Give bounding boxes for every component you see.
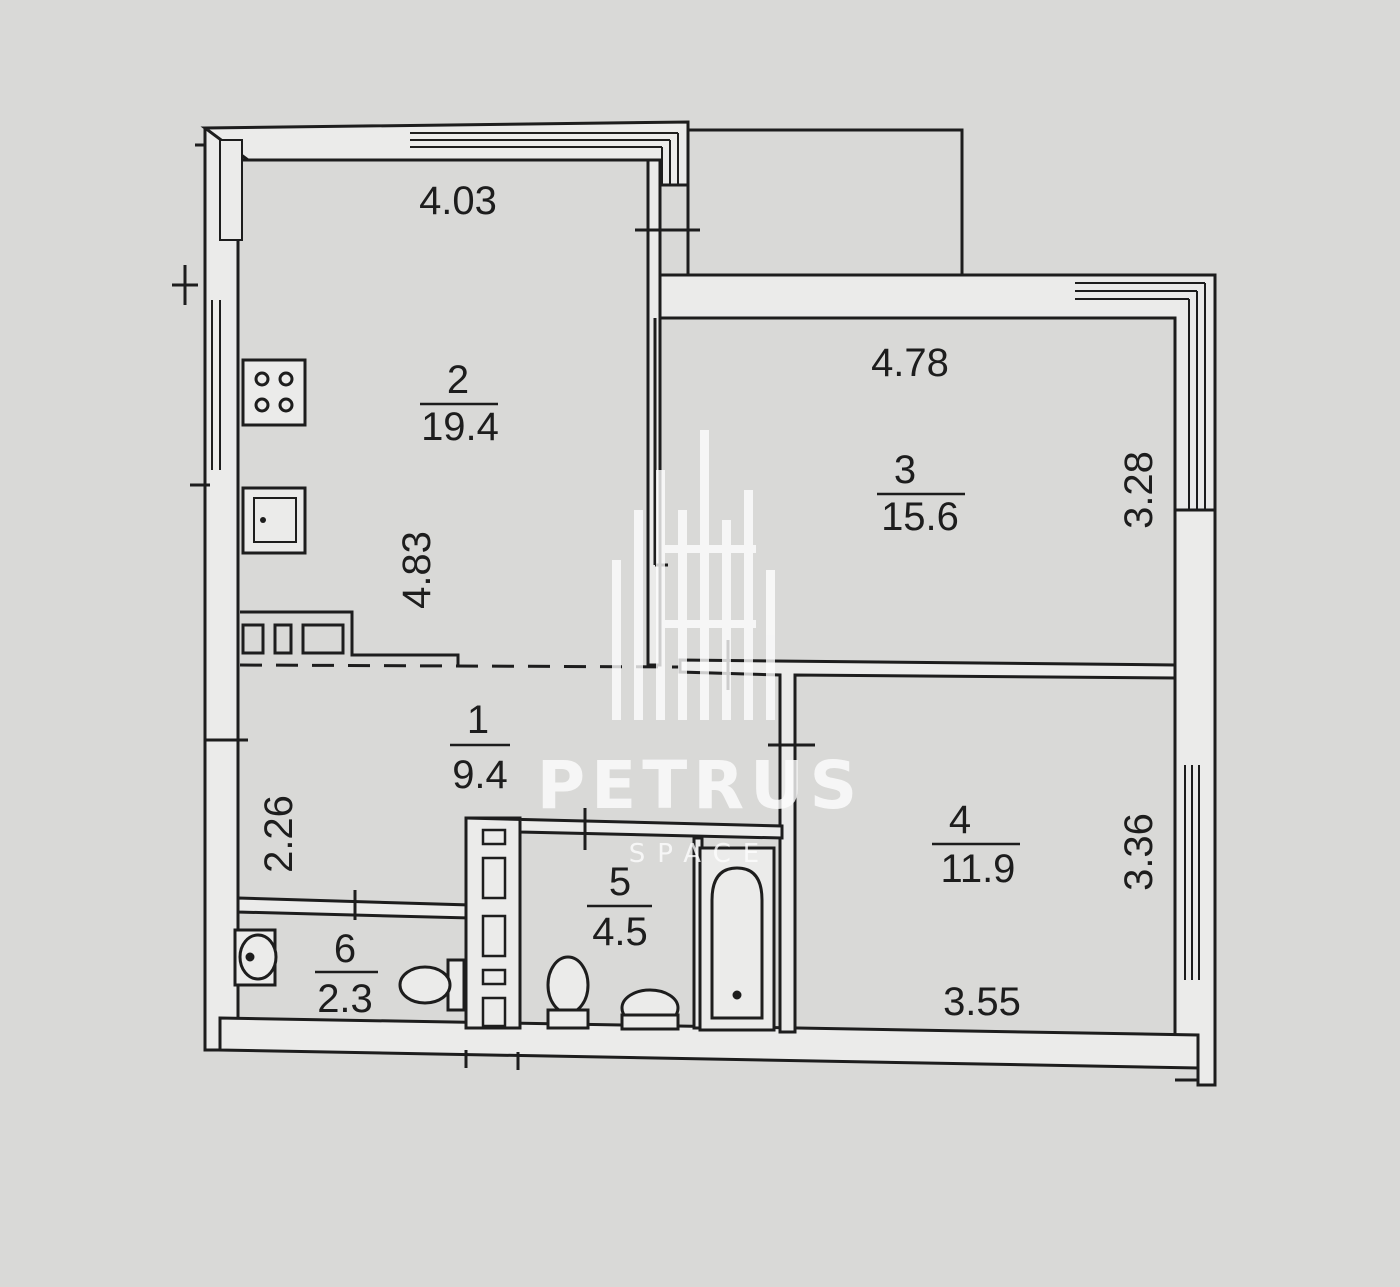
watermark-sub: SPACE [629, 839, 771, 869]
bathtub-icon [698, 846, 776, 1032]
dim-room1-depth: 2.26 [257, 795, 301, 873]
room-3-area: 15.6 [881, 495, 959, 539]
room-4-number: 4 [949, 798, 971, 842]
dimension-labels: 4.03 4.83 4.78 3.28 2.26 3.36 3.55 [257, 179, 1161, 1024]
watermark-logo-icon [612, 430, 775, 720]
room-3-number: 3 [894, 448, 916, 492]
windows [211, 132, 1206, 980]
stove-icon [241, 358, 307, 427]
room-labels: 1 9.4 2 19.4 3 15.6 4 11.9 5 4.5 6 2.3 [315, 358, 1020, 1021]
room-5-number: 5 [609, 860, 631, 904]
storage-shelves [481, 828, 507, 1028]
kitchen-sink-icon [241, 486, 307, 555]
dim-room2-width: 4.03 [419, 179, 497, 223]
bathroom-sink-icon [620, 988, 680, 1031]
room-6-number: 6 [334, 927, 356, 971]
room-5-area: 4.5 [592, 910, 648, 954]
interior-walls [236, 158, 1177, 1034]
room-6-area: 2.3 [317, 977, 373, 1021]
balcony [686, 128, 964, 275]
dim-room2-length: 4.83 [395, 531, 439, 609]
room-2-area: 19.4 [421, 405, 499, 449]
watermark-brand: PETRUS [537, 747, 863, 824]
room-1-area: 9.4 [452, 753, 508, 797]
room-1-number: 1 [467, 698, 489, 742]
washbasin-icon [233, 928, 278, 987]
dim-room3-depth: 3.28 [1117, 451, 1161, 529]
zone-divider [239, 663, 681, 669]
outer-walls [200, 120, 1217, 1087]
room-2-number: 2 [447, 358, 469, 402]
dim-room3-width: 4.78 [871, 341, 949, 385]
dim-room4-width: 3.55 [943, 980, 1021, 1024]
toilet-icon [398, 958, 466, 1012]
watermark: PETRUS SPACE [537, 430, 863, 869]
kitchen-counter-icon [240, 610, 460, 665]
dim-room4-depth: 3.36 [1117, 813, 1161, 891]
toilet-icon-2 [546, 955, 590, 1030]
door-marks [172, 143, 1198, 1082]
room-4-area: 11.9 [941, 847, 1016, 891]
